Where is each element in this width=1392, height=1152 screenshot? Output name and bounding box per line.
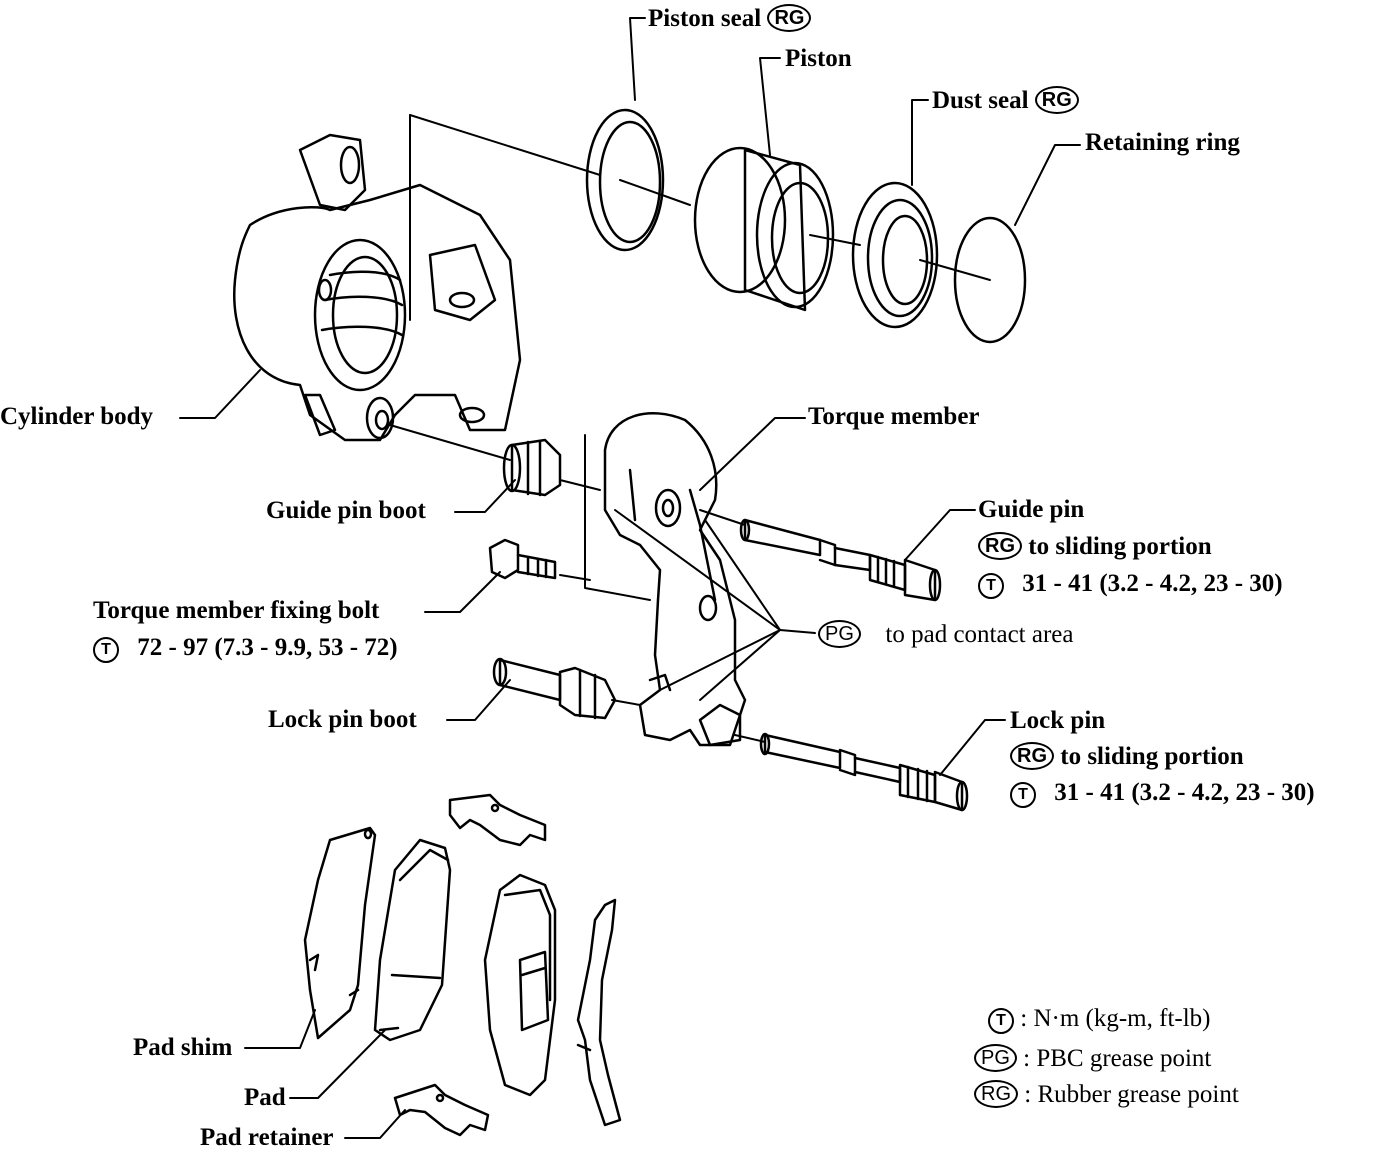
guide-pin-grease-note: RG to sliding portion — [978, 532, 1212, 562]
label-guide-pin-boot: Guide pin boot — [266, 497, 426, 524]
label-dust-seal: Dust seal RG — [932, 86, 1079, 116]
label-torque-member-fixing-bolt: Torque member fixing bolt — [93, 597, 380, 624]
legend-torque-text: : N·m (kg-m, ft-lb) — [1020, 1005, 1211, 1032]
lock-pin-note-text: to sliding portion — [1060, 743, 1244, 770]
torque-member — [603, 412, 747, 747]
rg-symbol-icon: RG — [978, 532, 1022, 560]
cylinder-body — [233, 133, 522, 442]
label-retaining-ring: Retaining ring — [1085, 129, 1240, 156]
dust-seal-text: Dust seal — [932, 87, 1029, 114]
pg-note-text: to pad contact area — [885, 621, 1074, 648]
label-lock-pin: Lock pin — [1010, 707, 1106, 734]
label-cylinder-body: Cylinder body — [0, 403, 154, 430]
torque-symbol-icon: T — [1010, 782, 1036, 808]
label-pad-shim: Pad shim — [133, 1034, 233, 1061]
rg-symbol-icon: RG — [1034, 86, 1079, 114]
piston-seal — [585, 108, 665, 252]
dust-seal — [851, 181, 939, 329]
pad-retainer-upper — [448, 793, 547, 847]
torque-symbol-icon: T — [978, 573, 1004, 599]
rg-symbol-icon: RG — [767, 4, 812, 32]
lock-pin-torque-spec: T 31 - 41 (3.2 - 4.2, 23 - 30) — [1010, 778, 1315, 808]
pg-symbol-icon: PG — [818, 620, 861, 648]
guide-pin — [739, 518, 942, 602]
lock-pin-boot — [492, 657, 617, 720]
legend-pbc-grease: PG : PBC grease point — [974, 1044, 1211, 1074]
pad-inner — [373, 838, 452, 1042]
pad-outer — [483, 873, 557, 1097]
retaining-ring — [953, 216, 1027, 344]
rg-symbol-icon: RG — [1010, 742, 1054, 770]
piston — [693, 146, 835, 312]
fixing-bolt-torque-spec: T 72 - 97 (7.3 - 9.9, 53 - 72) — [93, 633, 398, 663]
lock-pin — [759, 732, 969, 812]
guide-pin-boot — [502, 438, 562, 497]
torque-symbol-icon: T — [988, 1008, 1014, 1034]
pad-shim-outer — [576, 898, 622, 1127]
pad-retainer-lower — [393, 1083, 490, 1137]
torque-symbol-icon: T — [93, 637, 119, 663]
legend-torque-units: T : N·m (kg-m, ft-lb) — [988, 1004, 1210, 1034]
label-guide-pin: Guide pin — [978, 496, 1085, 523]
rg-symbol-icon: RG — [974, 1080, 1018, 1108]
label-torque-member: Torque member — [808, 403, 980, 430]
label-pad: Pad — [244, 1084, 286, 1111]
legend-rubber-grease: RG : Rubber grease point — [974, 1080, 1239, 1110]
label-piston: Piston — [785, 45, 852, 72]
guide-pin-torque-text: 31 - 41 (3.2 - 4.2, 23 - 30) — [1022, 570, 1283, 597]
lock-pin-grease-note: RG to sliding portion — [1010, 742, 1244, 772]
torque-member-fixing-bolt — [488, 538, 557, 580]
guide-pin-torque-spec: T 31 - 41 (3.2 - 4.2, 23 - 30) — [978, 569, 1283, 599]
label-lock-pin-boot: Lock pin boot — [268, 706, 417, 733]
legend-rg-text: : Rubber grease point — [1024, 1081, 1239, 1108]
legend-pg-text: : PBC grease point — [1023, 1045, 1212, 1072]
pad-shim — [303, 826, 377, 1040]
guide-pin-note-text: to sliding portion — [1028, 533, 1212, 560]
pg-leader-lines — [614, 509, 816, 701]
label-piston-seal: Piston seal RG — [648, 4, 812, 34]
piston-seal-text: Piston seal — [648, 5, 762, 32]
label-pad-retainer: Pad retainer — [200, 1124, 334, 1151]
fixing-bolt-torque-text: 72 - 97 (7.3 - 9.9, 53 - 72) — [137, 634, 398, 661]
lock-pin-torque-text: 31 - 41 (3.2 - 4.2, 23 - 30) — [1054, 779, 1315, 806]
label-leaders — [179, 17, 1081, 1139]
pg-symbol-icon: PG — [974, 1044, 1017, 1072]
pg-grease-note: PG to pad contact area — [818, 620, 1074, 650]
